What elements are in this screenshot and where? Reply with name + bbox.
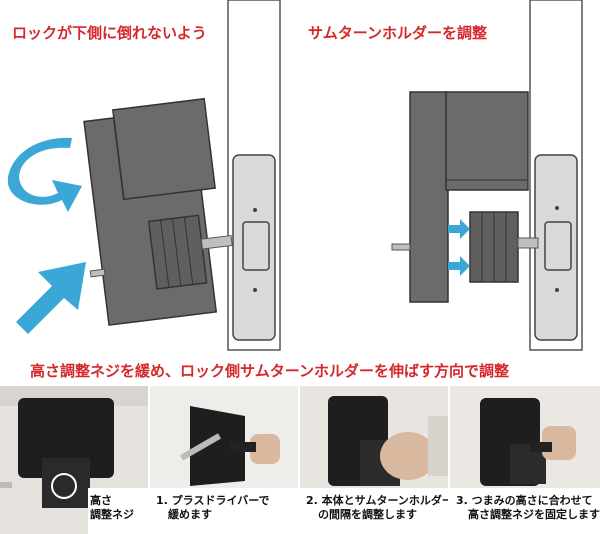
left-door-frame — [227, 0, 281, 351]
adjust-arrow-lower-icon — [448, 256, 470, 276]
title-bottom: 高さ調整ネジを緩め、ロック側サムターンホルダーを伸ばす方向で調整 — [30, 362, 509, 380]
caption-line: 緩めます — [168, 508, 212, 521]
caption-step-1: 1. プラスドライバーで 緩めます — [150, 488, 298, 534]
photo-step-loosen: 1. プラスドライバーで 緩めます — [150, 386, 298, 534]
installation-diagram — [7, 0, 583, 351]
photo-step-height-screw: 高さ 調整ネジ — [0, 386, 148, 534]
adjust-arrow-upper-icon — [448, 219, 470, 239]
right-upright-lock — [391, 91, 539, 303]
rotate-arrow-icon — [7, 137, 82, 212]
push-arrow-icon — [16, 262, 86, 334]
caption-line: 1. プラスドライバーで — [156, 494, 270, 507]
caption-line: の間隔を調整します — [318, 508, 417, 521]
photo-step-fix: 3. つまみの高さに合わせて 高さ調整ネジを固定します — [450, 386, 600, 534]
title-left: ロックが下側に倒れないよう — [12, 24, 207, 42]
caption-step-0: 高さ 調整ネジ — [88, 488, 148, 534]
caption-step-2: 2. 本体とサムターンホルダー の間隔を調整します — [300, 488, 448, 534]
caption-line: 高さ — [90, 494, 112, 507]
caption-line: 調整ネジ — [90, 508, 134, 521]
left-tilted-lock — [83, 97, 233, 326]
title-right: サムターンホルダーを調整 — [308, 24, 487, 42]
caption-line: 3. つまみの高さに合わせて — [456, 494, 593, 507]
caption-line: 2. 本体とサムターンホルダー — [306, 494, 448, 507]
caption-line: 高さ調整ネジを固定します — [468, 508, 600, 521]
right-door-frame — [529, 0, 583, 351]
caption-step-3: 3. つまみの高さに合わせて 高さ調整ネジを固定します — [450, 488, 600, 534]
photo-step-gap: 2. 本体とサムターンホルダー の間隔を調整します — [300, 386, 448, 534]
